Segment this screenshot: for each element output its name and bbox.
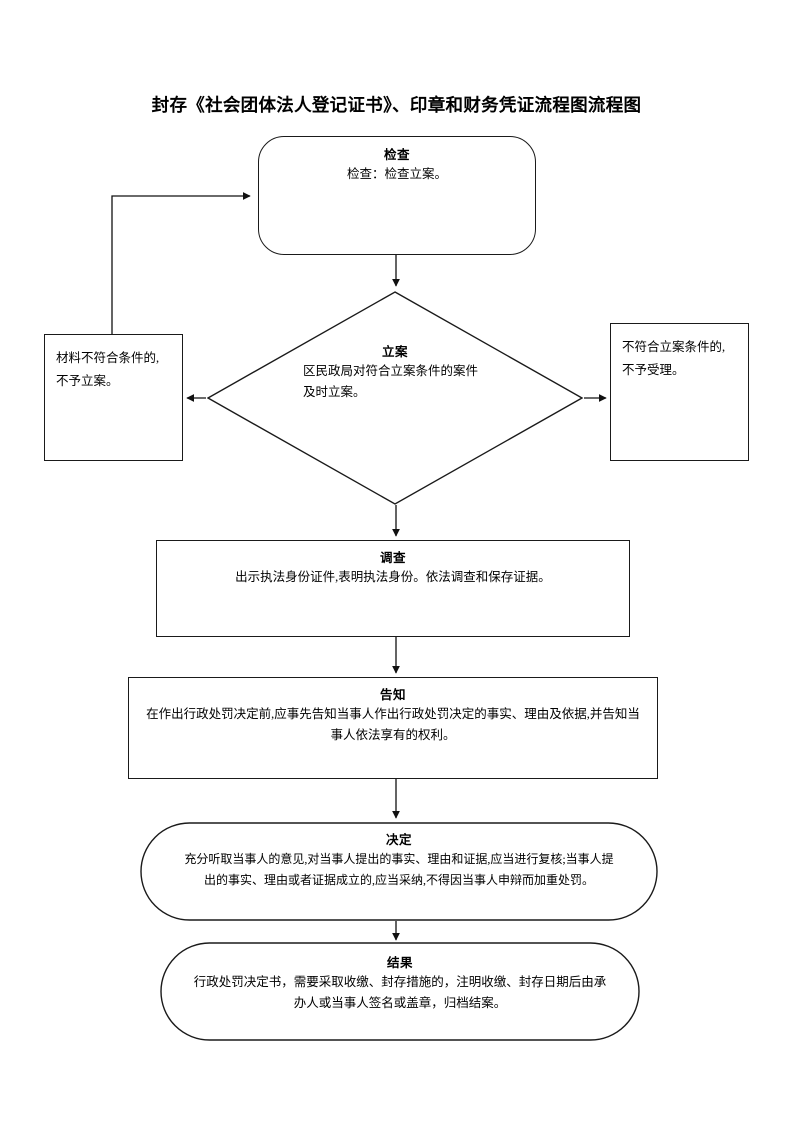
node-inspect-title: 检查 — [383, 148, 410, 162]
node-result[interactable]: 结果 行政处罚决定书，需要采取收缴、封存措施的，注明收缴、封存日期后由承办人或当… — [160, 942, 640, 1041]
node-notify[interactable]: 告知 在作出行政处罚决定前,应事先告知当事人作出行政处罚决定的事实、理由及依据,… — [128, 677, 658, 779]
node-reject-conditions-body: 不符合立案条件的, 不予受理。 — [622, 340, 726, 377]
node-notify-body: 在作出行政处罚决定前,应事先告知当事人作出行政处罚决定的事实、理由及依据,并告知… — [146, 707, 640, 742]
node-inspect-body: 检查：检查立案。 — [346, 167, 447, 182]
page-title: 封存《社会团体法人登记证书》、印章和财务凭证流程图流程图 — [151, 96, 642, 116]
node-filing[interactable]: 立案 区民政局对符合立案条件的案件及时立案。 — [207, 291, 583, 505]
node-notify-title: 告知 — [379, 688, 406, 702]
diamond-shape — [207, 291, 583, 505]
node-result-text: 结果 行政处罚决定书，需要采取收缴、封存措施的，注明收缴、封存日期后由承办人或当… — [190, 954, 610, 1015]
node-result-body: 行政处罚决定书，需要采取收缴、封存措施的，注明收缴、封存日期后由承办人或当事人签… — [193, 975, 607, 1011]
node-filing-body: 区民政局对符合立案条件的案件及时立案。 — [303, 364, 479, 399]
node-reject-material[interactable]: 材料不符合条件的, 不予立案。 — [44, 334, 183, 461]
node-investigate[interactable]: 调查 出示执法身份证件,表明执法身份。依法调查和保存证据。 — [156, 540, 630, 637]
node-reject-conditions[interactable]: 不符合立案条件的, 不予受理。 — [610, 323, 749, 461]
stadium-shape — [160, 942, 640, 1041]
node-inspect[interactable]: 检查 检查：检查立案。 — [258, 136, 536, 255]
node-reject-material-body: 材料不符合条件的, 不予立案。 — [56, 351, 160, 388]
node-result-title: 结果 — [386, 956, 413, 970]
node-investigate-body: 出示执法身份证件,表明执法身份。依法调查和保存证据。 — [235, 570, 551, 585]
node-decision[interactable]: 决定 充分听取当事人的意见,对当事人提出的事实、理由和证据,应当进行复核;当事人… — [140, 822, 658, 921]
node-investigate-title: 调查 — [379, 551, 406, 565]
node-decision-title: 决定 — [385, 833, 412, 847]
node-decision-text: 决定 充分听取当事人的意见,对当事人提出的事实、理由和证据,应当进行复核;当事人… — [182, 831, 616, 891]
node-filing-title: 立案 — [381, 345, 408, 359]
node-decision-body: 充分听取当事人的意见,对当事人提出的事实、理由和证据,应当进行复核;当事人提出的… — [184, 852, 614, 888]
node-filing-text: 立案 区民政局对符合立案条件的案件及时立案。 — [300, 343, 490, 402]
stadium-shape — [140, 822, 658, 921]
